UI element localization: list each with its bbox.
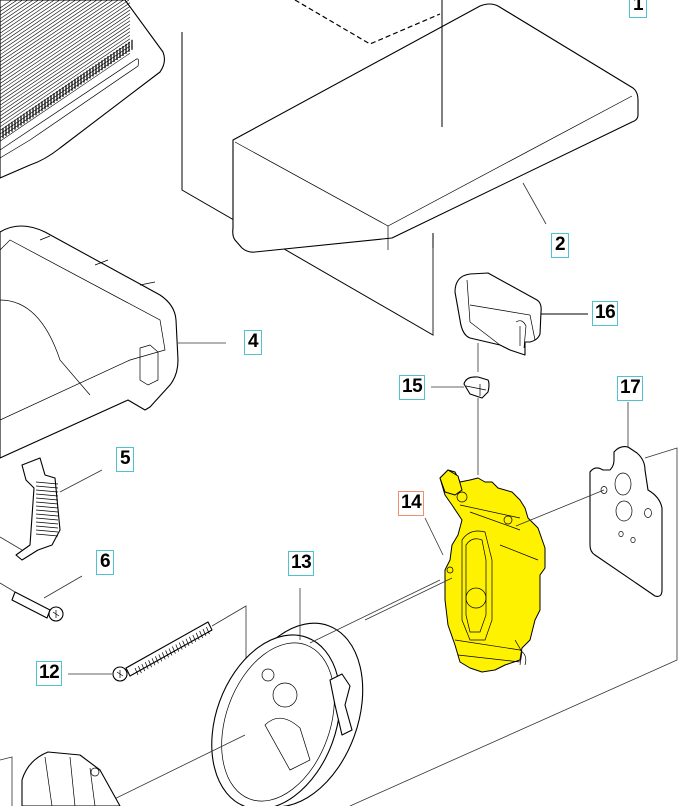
bolt-thread-line <box>189 636 193 644</box>
clip-ridge <box>35 505 59 509</box>
filter-pleat <box>0 0 71 48</box>
filter-pleat <box>0 20 131 110</box>
clip-ridge <box>35 493 59 497</box>
part-filter-cover-pad[interactable] <box>232 0 639 253</box>
callout-16[interactable]: 16 <box>592 301 618 326</box>
bolt-thread-line <box>144 662 149 670</box>
callout-14[interactable]: 14 <box>398 491 424 516</box>
filter-pleat <box>0 0 87 59</box>
callout-17[interactable]: 17 <box>617 376 643 401</box>
part-cap[interactable] <box>454 272 588 372</box>
callout-6[interactable]: 6 <box>96 550 114 575</box>
callout-4[interactable]: 4 <box>244 330 262 355</box>
filter-pleat <box>0 34 131 124</box>
part-clip[interactable] <box>0 457 103 561</box>
bolt-thread-line <box>199 630 203 639</box>
filter-pleat <box>0 38 131 128</box>
bolt-thread-line <box>158 654 163 662</box>
bolt-thread-line <box>206 626 210 635</box>
bolt-thread-line <box>148 660 152 668</box>
bolt-thread-line <box>175 644 180 652</box>
clip-ridge <box>35 501 59 505</box>
filter-pleat <box>0 52 131 142</box>
filter-pleat <box>0 0 125 84</box>
filter-pleat <box>0 16 131 106</box>
clip-ridge <box>35 517 59 521</box>
bolt-thread-line <box>168 648 173 656</box>
filter-pleats <box>0 0 133 142</box>
bolt-thread-line <box>134 667 139 676</box>
filter-pleat <box>0 0 98 66</box>
clip-ridge <box>35 513 59 517</box>
filter-pleat <box>0 31 131 120</box>
bolt-thread-line <box>161 652 166 660</box>
clip-ridge <box>35 485 59 489</box>
filter-pleat <box>0 0 103 70</box>
filter-pleat <box>0 0 66 45</box>
filter-pleat <box>0 0 61 41</box>
bolt-thread-line <box>151 658 156 666</box>
filter-pleat <box>0 24 131 113</box>
clip-ridge <box>35 533 59 537</box>
bolt-thread-line <box>178 642 183 650</box>
clip-ridge <box>35 509 59 513</box>
callout-15[interactable]: 15 <box>399 375 425 400</box>
filter-pleat <box>0 0 93 63</box>
bolt-thread-line <box>138 665 142 674</box>
part-air-filter[interactable] <box>0 0 166 179</box>
hidden-outline <box>294 0 441 45</box>
bolt-thread-line <box>141 663 146 672</box>
filter-pleat <box>0 0 119 81</box>
bolt-thread-line <box>185 638 190 646</box>
filter-pleat <box>0 0 109 74</box>
bolt-thread <box>134 626 210 676</box>
filter-pleat <box>0 0 23 16</box>
callout-5[interactable]: 5 <box>116 447 134 472</box>
clip-ridges <box>35 481 59 537</box>
filter-pleat <box>0 0 45 30</box>
callout-13[interactable]: 13 <box>288 551 314 576</box>
part-carburettor[interactable] <box>364 469 605 673</box>
part-crankcase-fragment <box>0 751 121 806</box>
part-screw[interactable] <box>0 575 83 622</box>
filter-pleat <box>0 9 131 99</box>
part-carburettor-holder[interactable] <box>99 579 441 806</box>
part-gasket[interactable] <box>589 402 663 597</box>
clip-ridge <box>35 525 59 529</box>
filter-pleat <box>0 0 39 27</box>
bolt-thread-line <box>195 632 200 641</box>
filter-pleat <box>0 27 131 117</box>
filter-pleat <box>0 0 114 77</box>
callout-1[interactable]: 1 <box>629 0 647 18</box>
filter-pleat <box>0 0 55 38</box>
filter-pleat <box>0 0 50 34</box>
clip-ridge <box>35 521 59 525</box>
bolt-thread-line <box>192 634 197 642</box>
bolt-thread-line <box>182 640 186 648</box>
callout-2[interactable]: 2 <box>551 233 569 258</box>
part-retainer[interactable] <box>431 376 490 475</box>
filter-pleat <box>0 13 131 102</box>
part-filter-housing[interactable] <box>0 225 226 459</box>
clip-ridge <box>35 497 59 501</box>
filter-pleat <box>0 6 131 95</box>
filter-pleat <box>0 2 131 92</box>
bolt-thread-line <box>202 628 207 637</box>
filter-pleat <box>0 0 77 52</box>
filter-pleat <box>0 0 29 20</box>
callout-12[interactable]: 12 <box>36 661 62 686</box>
clip-ridge <box>35 481 59 485</box>
filter-pleat <box>0 0 82 56</box>
clip-ridge <box>35 489 59 493</box>
bolt-thread-line <box>155 656 159 664</box>
filter-pleat <box>0 0 130 88</box>
bolt-thread-line <box>172 646 176 654</box>
filter-pleat <box>0 0 34 23</box>
clip-ridge <box>35 529 59 533</box>
bolt-thread-line <box>165 650 169 658</box>
